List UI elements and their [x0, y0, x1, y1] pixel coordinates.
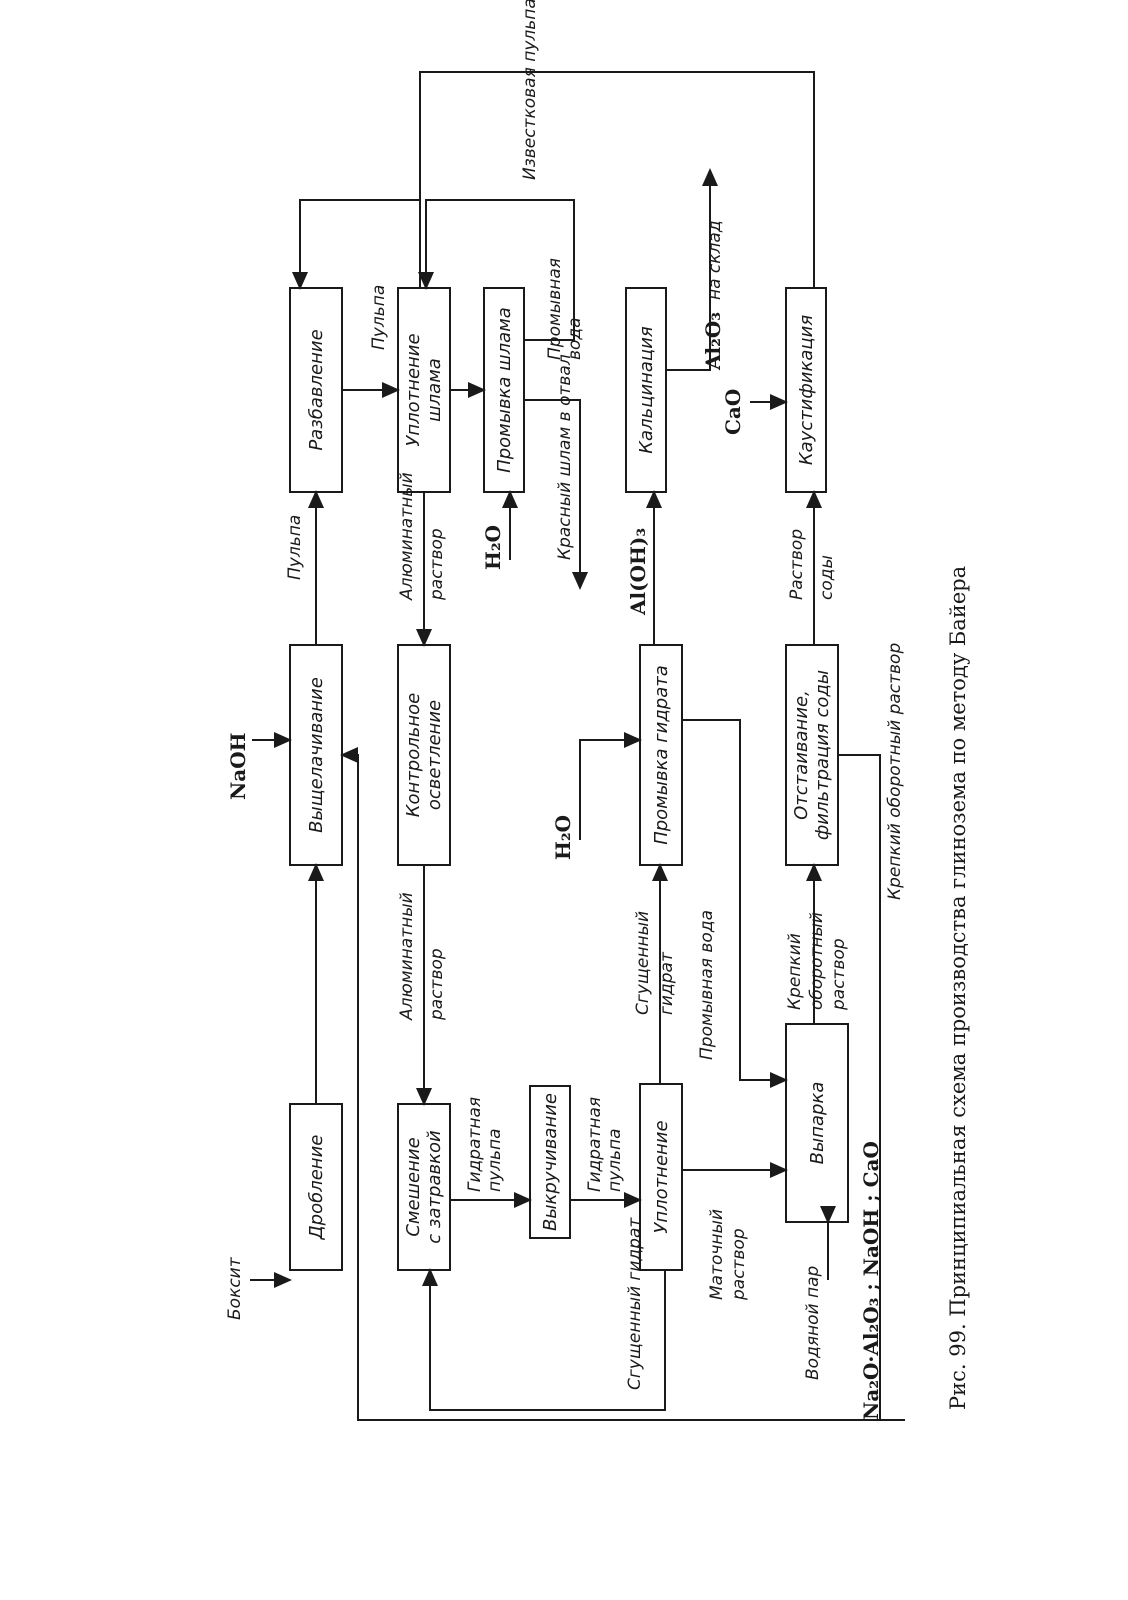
label-na-sklad: на склад: [705, 220, 725, 300]
box-uplotnenie-shlama-line1: Уплотнение: [403, 333, 424, 446]
label-promyvnaya-voda-1b: вода: [565, 317, 585, 360]
chem-al-oh-3: Al(OH)₃: [626, 528, 650, 616]
label-gidratnaya-pulpa-1b: пульпа: [485, 1128, 505, 1192]
label-vodyanoi-par: Водяной пар: [803, 1265, 823, 1380]
box-vykruchivanie-text: Выкручивание: [540, 1093, 561, 1231]
label-pulpa-1: Пульпа: [285, 515, 305, 580]
box-vykruchivanie: Выкручивание: [529, 1085, 571, 1239]
box-otstaivanie: Отстаивание, фильтрация соды: [785, 644, 839, 866]
box-razbavlenie-text: Разбавление: [306, 329, 327, 450]
box-promyvka-shlama: Промывка шлама: [483, 287, 525, 493]
label-krepkii-2a: Крепкий: [785, 933, 805, 1010]
box-smeshenie-line2: с затравкой: [424, 1130, 445, 1244]
box-promyvka-shlama-text: Промывка шлама: [494, 307, 515, 473]
chem-reagents: Na₂O·Al₂O₃ ; NaOH ; CaO: [859, 1141, 883, 1420]
box-smeshenie: Смешение с затравкой: [397, 1103, 451, 1271]
flow-lines: [250, 71, 905, 1421]
box-uplotnenie-shlama-line2: шлама: [424, 358, 445, 422]
box-kalcinaciya: Кальцинация: [625, 287, 667, 493]
box-vyparka-text: Выпарка: [807, 1082, 828, 1165]
chem-naoh: NaOH: [226, 732, 250, 800]
chem-h2o-1: H₂O: [481, 525, 505, 570]
label-promyvnaya-voda-2: Промывная вода: [697, 910, 717, 1060]
box-razbavlenie: Разбавление: [289, 287, 343, 493]
box-smeshenie-line1: Смешение: [403, 1137, 424, 1236]
box-promyvka-gidrata-text: Промывка гидрата: [651, 665, 672, 845]
chemical-labels: NaOH H₂O H₂O Al(OH)₃ Al₂O₃ CaO Na₂O·Al₂O…: [226, 312, 883, 1420]
label-krepkii-oborotnyi: Крепкий оборотный раствор: [885, 643, 905, 900]
label-aluminatnyi-2b: раствор: [427, 948, 447, 1021]
label-sgushchennyi-gidrat-1b: гидрат: [657, 951, 677, 1015]
box-kontrolnoe-osvetlenie: Контрольное осветление: [397, 644, 451, 866]
label-aluminatnyi-2a: Алюминатный: [397, 892, 417, 1021]
label-matochnyi-a: Маточный: [707, 1209, 727, 1300]
label-krepkii-2b: оборотный: [807, 912, 827, 1010]
box-kontrolnoe-line2: осветление: [424, 700, 445, 810]
box-kaustifikaciya: Каустификация: [785, 287, 827, 493]
box-vyshchelachivanie: Выщелачивание: [289, 644, 343, 866]
label-pulpa-2: Пульпа: [369, 285, 389, 350]
label-sgushchennyi-gidrat-1a: Сгущенный: [633, 911, 653, 1015]
label-aluminatnyi-1b: раствор: [427, 528, 447, 601]
label-rastvor-sody-a: Раствор: [787, 529, 807, 600]
chem-al2o3: Al₂O₃: [701, 312, 725, 371]
diagram-body: Разбавление Уплотнение шлама Промывка шл…: [225, 0, 970, 1421]
box-vyshchelachivanie-text: Выщелачивание: [306, 677, 327, 833]
label-gidratnaya-pulpa-1a: Гидратная: [465, 1097, 485, 1192]
box-kalcinaciya-text: Кальцинация: [636, 326, 657, 454]
label-promyvnaya-voda-1a: Промывная: [545, 258, 565, 360]
box-droblenie-text: Дробление: [306, 1135, 327, 1241]
box-kaustifikaciya-text: Каустификация: [796, 315, 817, 465]
label-izvestkovaya-pulpa: Известковая пульпа: [520, 0, 540, 180]
label-rastvor-sody-b: соды: [817, 555, 837, 600]
box-otstaivanie-line2: фильтрация соды: [812, 670, 833, 840]
box-droblenie: Дробление: [289, 1103, 343, 1271]
box-promyvka-gidrata: Промывка гидрата: [639, 644, 683, 866]
box-vyparka: Выпарка: [785, 1023, 849, 1223]
label-gidratnaya-pulpa-2a: Гидратная: [585, 1097, 605, 1192]
label-sgushchennyi-gidrat-2: Сгущенный гидрат: [625, 1217, 645, 1390]
box-otstaivanie-line1: Отстаивание,: [791, 690, 812, 820]
box-uplotnenie-shlama: Уплотнение шлама: [397, 287, 451, 493]
flow-labels: Известковая пульпа Пульпа Пульпа Промывн…: [225, 0, 905, 1390]
label-matochnyi-b: раствор: [729, 1228, 749, 1301]
label-gidratnaya-pulpa-2b: пульпа: [605, 1128, 625, 1192]
box-uplotnenie-text: Уплотнение: [651, 1120, 672, 1233]
chem-cao: CaO: [721, 389, 745, 435]
box-kontrolnoe-line1: Контрольное: [403, 693, 424, 817]
label-krepkii-2c: раствор: [829, 938, 849, 1011]
chem-h2o-2: H₂O: [551, 815, 575, 860]
label-krasnyi-shlam: Красный шлам в отвал: [555, 354, 575, 560]
label-boksit: Боксит: [225, 1256, 245, 1320]
box-uplotnenie: Уплотнение: [639, 1083, 683, 1271]
label-aluminatnyi-1a: Алюминатный: [397, 472, 417, 601]
figure-caption: Рис. 99. Принципиальная схема производст…: [946, 566, 970, 1410]
